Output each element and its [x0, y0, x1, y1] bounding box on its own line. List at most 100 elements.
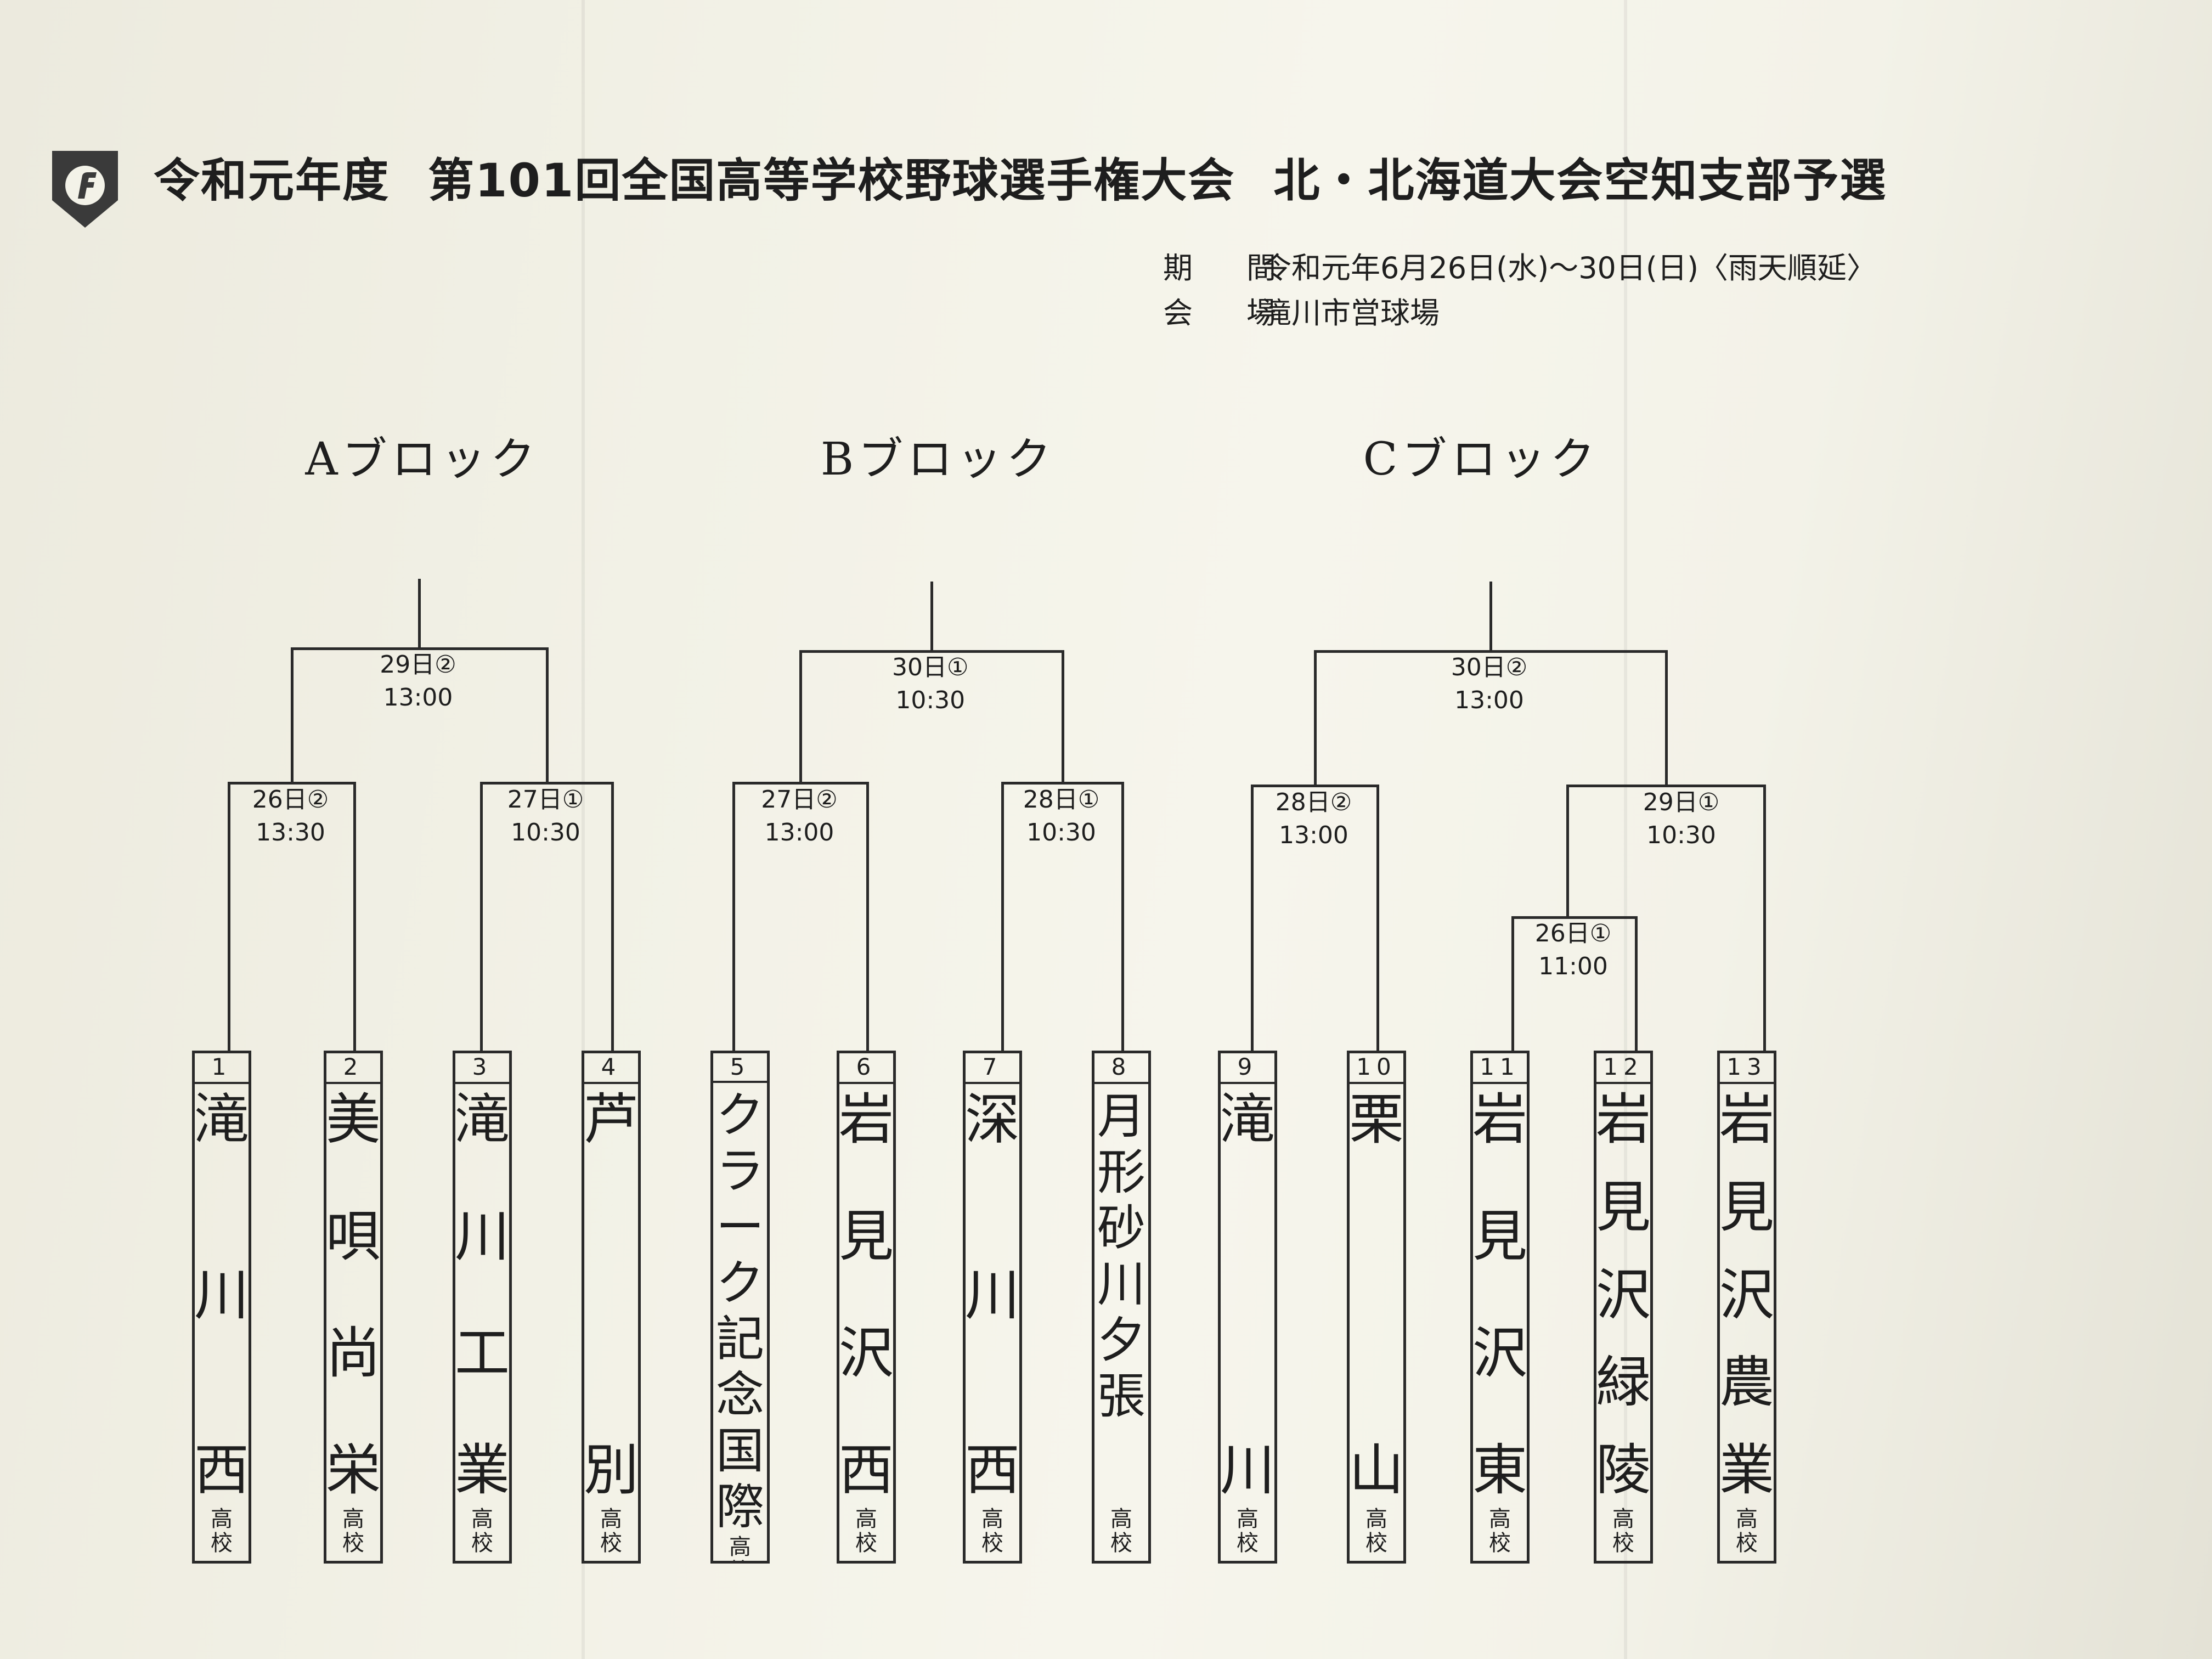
school-suffix: 高校	[211, 1507, 233, 1561]
match-date: 27日①	[507, 786, 584, 814]
school-suffix: 高校	[729, 1535, 751, 1561]
school-suffix-char: 校	[1110, 1531, 1132, 1556]
team-number: 1	[195, 1053, 249, 1084]
title-era: 令和元年度	[154, 154, 390, 207]
bracket-line	[1121, 782, 1124, 1051]
match-time: 13:00	[1279, 821, 1348, 849]
bracket-line	[228, 782, 230, 1051]
team-name: 栗山	[1350, 1084, 1403, 1507]
school-suffix-char: 高	[1237, 1506, 1259, 1532]
team-name-char: 見	[1472, 1204, 1527, 1268]
bracket-line	[1376, 785, 1379, 1051]
bracket-line	[1566, 785, 1766, 787]
school-suffix-char: 高	[855, 1506, 877, 1532]
school-suffix-char: 高	[1612, 1506, 1634, 1532]
match-schedule-a-final: 29日② 13:00	[341, 648, 495, 714]
team-name-char: 川	[1220, 1438, 1275, 1502]
school-suffix-char: 高	[1365, 1506, 1387, 1532]
school-suffix-char: 校	[600, 1531, 622, 1556]
bracket-line	[930, 582, 933, 650]
team-number: 6	[839, 1053, 893, 1084]
match-time: 13:00	[383, 684, 453, 712]
school-suffix-char: 高	[981, 1506, 1003, 1532]
bracket-line	[732, 782, 869, 785]
school-suffix-char: 高	[471, 1506, 493, 1532]
period-label: 期 間	[1163, 251, 1288, 285]
federation-logo-icon	[52, 151, 118, 228]
team-number: 2	[326, 1053, 380, 1084]
venue-value: 滝川市営球場	[1262, 296, 1440, 330]
match-date: 30日①	[892, 653, 969, 681]
match-time: 13:30	[256, 819, 325, 847]
team-number: 4	[584, 1053, 638, 1084]
team-name-char: 山	[1349, 1438, 1404, 1502]
match-time: 10:30	[1026, 819, 1096, 847]
team-name: 岩見沢西	[839, 1084, 893, 1507]
team-name-char: 際	[715, 1479, 764, 1535]
team-number: 5	[713, 1053, 767, 1083]
team-name-char: 東	[1472, 1438, 1527, 1502]
school-suffix: 高校	[1489, 1507, 1511, 1561]
bracket-line	[480, 782, 483, 1051]
school-suffix: 高校	[471, 1507, 493, 1561]
team-name-char: 美	[326, 1087, 381, 1152]
school-suffix: 高校	[1365, 1507, 1387, 1561]
team-name: 美唄尚栄	[326, 1084, 380, 1507]
school-suffix-char: 校	[981, 1531, 1003, 1556]
team-name-char: 月	[1097, 1088, 1146, 1144]
period-value: 令和元年6月26日(水)〜30日(日)〈雨天順延〉	[1262, 251, 1877, 285]
team-number: 12	[1596, 1053, 1650, 1084]
team-name-char: 栄	[326, 1438, 381, 1502]
bracket-line	[353, 782, 356, 1051]
school-suffix: 高校	[1237, 1507, 1259, 1561]
venue-label: 会 場	[1163, 296, 1288, 330]
bracket-line	[1001, 782, 1004, 1051]
block-b-title: Bブロック	[820, 433, 1056, 486]
team-name-char: 尚	[326, 1321, 381, 1385]
team-name-char: 張	[1097, 1368, 1146, 1424]
match-date: 29日②	[380, 651, 456, 679]
school-suffix-char: 校	[729, 1559, 751, 1561]
team-name: 滝川工業	[455, 1084, 509, 1507]
team-name: 岩見沢東	[1473, 1084, 1527, 1507]
team-name-char: 岩	[1596, 1087, 1651, 1152]
match-date: 28日①	[1023, 786, 1100, 814]
team-name-char: 沢	[1596, 1262, 1651, 1327]
school-suffix-char: 校	[1365, 1531, 1387, 1556]
team-name-char: 砂	[1097, 1200, 1146, 1256]
team-name-char: 陵	[1596, 1438, 1651, 1502]
match-schedule-a-left: 26日② 13:30	[214, 783, 368, 849]
bracket-line	[1511, 916, 1514, 1051]
team-number: 8	[1094, 1053, 1148, 1084]
team-number: 7	[966, 1053, 1019, 1084]
school-suffix: 高校	[1736, 1507, 1758, 1561]
team-name-char: 夕	[1097, 1312, 1146, 1368]
team-name-char: 岩	[1472, 1087, 1527, 1152]
team-name-char: 滝	[194, 1087, 249, 1152]
bracket-line	[1763, 785, 1766, 1051]
event-info: 期 間令和元年6月26日(水)〜30日(日)〈雨天順延〉 会 場滝川市営球場	[1163, 246, 1876, 336]
team-name-char: 形	[1097, 1144, 1146, 1200]
match-date: 26日②	[252, 786, 329, 814]
block-c-title: Cブロック	[1363, 433, 1600, 486]
team-name: クラーク記念国際	[713, 1083, 767, 1535]
team-name-char: 深	[965, 1087, 1020, 1152]
bracket-line	[1566, 785, 1569, 916]
bracket-line	[1251, 785, 1254, 1051]
bracket-line	[1511, 916, 1638, 919]
block-a-title: Aブロック	[305, 433, 540, 486]
team-name-char: 西	[839, 1438, 894, 1502]
match-time: 13:00	[1454, 686, 1524, 714]
team-name-char: 岩	[839, 1087, 894, 1152]
bracket-line	[290, 647, 549, 650]
team-name-char: 川	[455, 1204, 510, 1268]
team-name-char: 緑	[1596, 1350, 1651, 1415]
